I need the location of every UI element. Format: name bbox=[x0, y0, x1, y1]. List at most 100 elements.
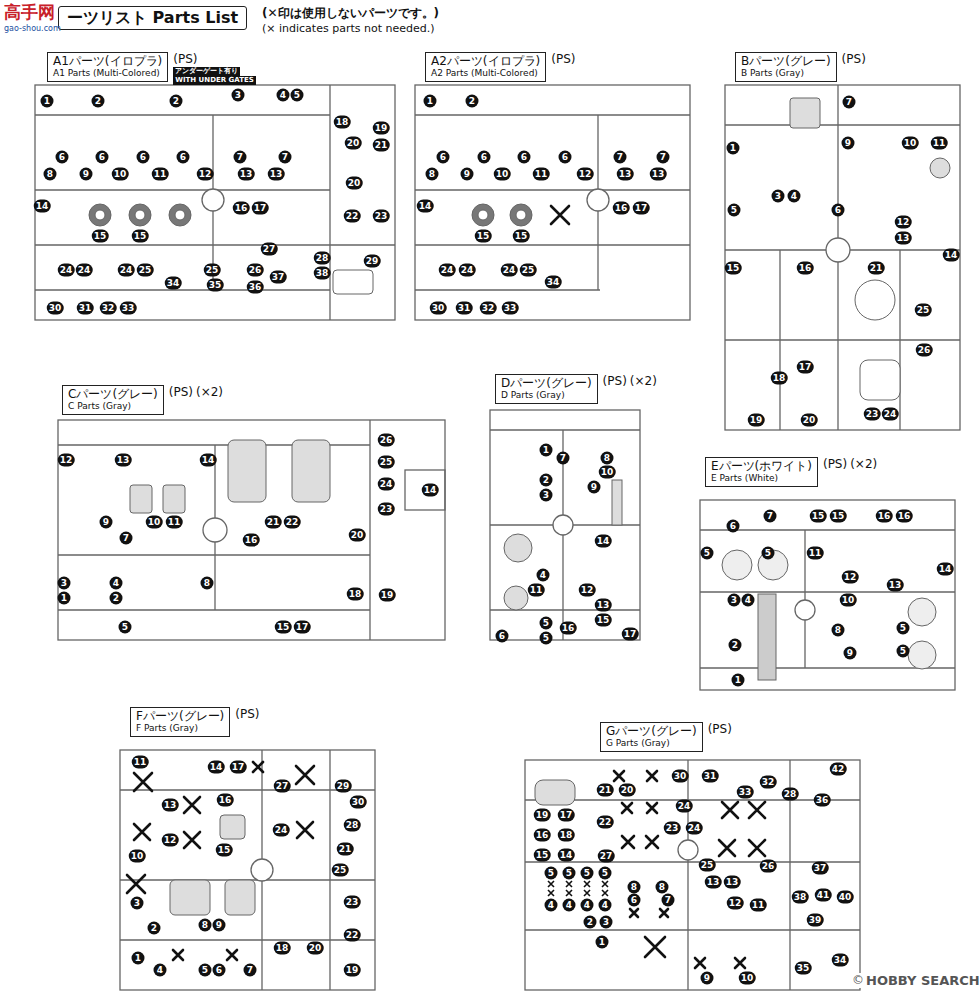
part-number: 28 bbox=[782, 788, 799, 801]
part-number: 14 bbox=[558, 849, 575, 862]
part-number: 23 bbox=[378, 503, 395, 516]
not-needed-mark bbox=[622, 803, 632, 813]
part-number: 20 bbox=[801, 414, 818, 427]
part-number: 13 bbox=[617, 168, 634, 181]
part-number: 16 bbox=[243, 534, 260, 547]
part-number: 4 bbox=[581, 899, 594, 912]
runner-frame bbox=[725, 85, 960, 430]
runner-hub bbox=[587, 189, 609, 211]
part-number: 11 bbox=[166, 516, 183, 529]
part-number: 20 bbox=[349, 529, 366, 542]
part-number: 9 bbox=[588, 481, 601, 494]
part-number: 3 bbox=[540, 489, 553, 502]
heading-jp: A1パーツ(イロプラ) bbox=[53, 54, 162, 68]
part-number: 36 bbox=[814, 794, 831, 807]
part-number: 31 bbox=[456, 302, 473, 315]
part-number: 1 bbox=[58, 592, 71, 605]
part-shape bbox=[860, 360, 900, 400]
runner-frame bbox=[415, 115, 690, 290]
part-number: 24 bbox=[501, 264, 518, 277]
part-number: 5 bbox=[540, 617, 553, 630]
part-number: 34 bbox=[165, 277, 182, 290]
part-number: 15 bbox=[275, 621, 292, 634]
not-needed-mark-small bbox=[566, 881, 572, 887]
part-number: 10 bbox=[840, 594, 857, 607]
note-text: (× indicates parts not needed.) bbox=[262, 22, 435, 36]
part-number: 35 bbox=[795, 962, 812, 975]
part-number: 7 bbox=[557, 452, 570, 465]
part-shape bbox=[908, 598, 936, 626]
part-number: 4 bbox=[788, 190, 801, 203]
not-needed-mark bbox=[645, 937, 665, 957]
part-number: 38 bbox=[792, 891, 809, 904]
part-shape bbox=[472, 204, 494, 226]
part-number: 27 bbox=[261, 243, 278, 256]
part-number: 3 bbox=[728, 594, 741, 607]
part-number: 15 bbox=[132, 230, 149, 243]
runner-hub bbox=[826, 238, 850, 262]
part-number: 22 bbox=[344, 929, 361, 942]
part-number: 5 bbox=[563, 867, 576, 880]
parts-heading: Dパーツ(グレー)D Parts (Gray) bbox=[495, 374, 598, 404]
not-needed-mark bbox=[253, 762, 263, 772]
part-number: 6 bbox=[137, 151, 150, 164]
runner-frame bbox=[490, 410, 640, 640]
part-number: 20 bbox=[346, 177, 363, 190]
part-number: 12 bbox=[895, 216, 912, 229]
part-shape bbox=[333, 270, 373, 294]
part-shape bbox=[930, 158, 950, 178]
part-number: 4 bbox=[277, 89, 290, 102]
part-number: 14 bbox=[422, 484, 439, 497]
part-shape bbox=[95, 210, 105, 220]
not-needed-mark bbox=[647, 803, 657, 813]
part-number: 15 bbox=[216, 844, 233, 857]
part-number: 28 bbox=[344, 819, 361, 832]
plastic-type: (PS) bbox=[603, 374, 627, 388]
part-number: 1 bbox=[424, 95, 437, 108]
part-number: 4 bbox=[154, 964, 167, 977]
runner-frame bbox=[700, 500, 955, 690]
part-number: 15 bbox=[595, 614, 612, 627]
plastic-type: (PS) bbox=[823, 457, 847, 471]
part-number: 11 bbox=[750, 899, 767, 912]
part-number: 24 bbox=[882, 408, 899, 421]
part-number: 11 bbox=[807, 547, 824, 560]
part-number: 13 bbox=[895, 232, 912, 245]
part-number: 6 bbox=[559, 151, 572, 164]
part-number: 24 bbox=[118, 264, 135, 277]
part-number: 7 bbox=[614, 151, 627, 164]
part-number: 19 bbox=[344, 964, 361, 977]
plastic-type: (PS) bbox=[551, 52, 575, 66]
part-number: 18 bbox=[274, 942, 291, 955]
part-shape bbox=[163, 485, 185, 513]
not-needed-mark-small bbox=[584, 881, 590, 887]
plastic-type: (×2) bbox=[630, 374, 657, 388]
part-number: 19 bbox=[534, 809, 551, 822]
part-number: 26 bbox=[247, 264, 264, 277]
plastic-type: (×2) bbox=[196, 385, 223, 399]
part-number: 6 bbox=[437, 151, 450, 164]
part-number: 17 bbox=[622, 628, 639, 641]
part-number: 31 bbox=[702, 770, 719, 783]
part-number: 25 bbox=[204, 264, 221, 277]
part-number: 8 bbox=[201, 577, 214, 590]
heading-en: G Parts (Gray) bbox=[606, 738, 697, 749]
not-needed-mark bbox=[614, 771, 624, 781]
parts-heading: Eパーツ(ホワイト)E Parts (White) bbox=[705, 457, 818, 487]
part-number: 12 bbox=[727, 897, 744, 910]
not-needed-mark bbox=[134, 773, 152, 791]
part-number: 6 bbox=[628, 894, 641, 907]
part-number: 7 bbox=[120, 532, 133, 545]
part-number: 5 bbox=[728, 204, 741, 217]
part-number: 33 bbox=[120, 302, 137, 315]
not-needed-mark bbox=[173, 950, 183, 960]
not-needed-mark bbox=[297, 822, 313, 838]
not-needed-mark bbox=[749, 840, 765, 856]
part-number: 16 bbox=[797, 262, 814, 275]
part-number: 33 bbox=[502, 302, 519, 315]
part-number: 27 bbox=[598, 850, 615, 863]
part-number: 38 bbox=[314, 267, 331, 280]
part-number: 5 bbox=[545, 867, 558, 880]
parts-heading: A1パーツ(イロプラ)A1 Parts (Multi-Colored) bbox=[47, 52, 168, 82]
part-number: 11 bbox=[528, 584, 545, 597]
